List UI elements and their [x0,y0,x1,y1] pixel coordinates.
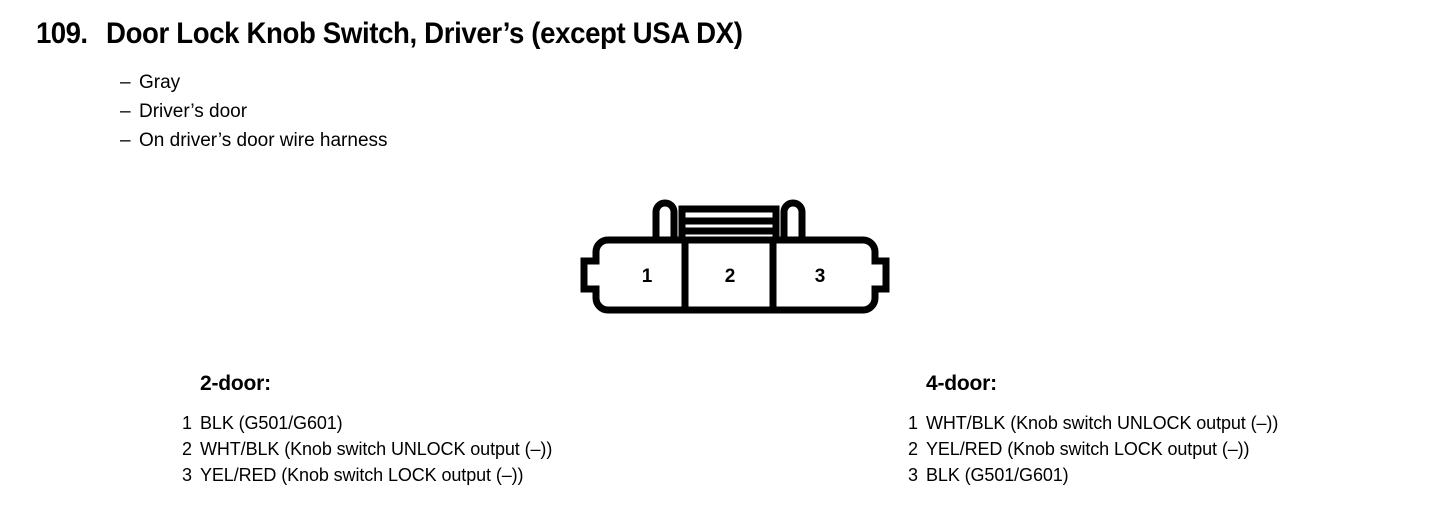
attribute-label: Driver’s door [139,101,248,122]
attribute-list: – Gray – Driver’s door – On driver’s doo… [120,68,388,155]
column-heading-2-door: 2-door: [200,372,271,395]
pin-number: 2 [182,439,193,459]
pin-row: 1 BLK (G501/G601) [182,410,552,436]
page-title-text: Door Lock Knob Switch, Driver’s (except … [106,17,743,50]
connector-right-tab-icon [780,199,806,240]
pin-list-4-door: 4-door: 1 WHT/BLK (Knob switch UNLOCK ou… [908,372,1278,488]
pin-number: 1 [908,413,919,433]
pin-row: 1 WHT/BLK (Knob switch UNLOCK output (–)… [908,410,1278,436]
dash-icon: – [120,72,131,93]
pin-row: 2 YEL/RED (Knob switch LOCK output (–)) [908,436,1278,462]
pin-label: WHT/BLK (Knob switch UNLOCK output (–)) [926,413,1279,433]
pin-row: 2 WHT/BLK (Knob switch UNLOCK output (–)… [182,436,552,462]
column-heading-4-door: 4-door: [926,372,997,395]
attribute-item: – Gray [120,68,388,97]
connector-left-tab-icon [652,199,678,240]
pin-number: 1 [182,413,193,433]
cavity-label-3: 3 [815,266,826,287]
page-title: 109. Door Lock Knob Switch, Driver’s (ex… [36,17,798,51]
pin-list-2-door: 2-door: 1 BLK (G501/G601) 2 WHT/BLK (Kno… [182,372,552,488]
page-title-number: 109. [36,17,88,50]
pin-number: 3 [182,465,193,485]
attribute-item: – On driver’s door wire harness [120,126,388,155]
pin-label: YEL/RED (Knob switch LOCK output (–)) [926,439,1250,459]
pin-label: BLK (G501/G601) [926,465,1069,485]
cavity-label-2: 2 [725,266,736,287]
dash-icon: – [120,101,131,122]
pin-row: 3 YEL/RED (Knob switch LOCK output (–)) [182,462,552,488]
attribute-label: Gray [139,72,181,93]
pin-number: 3 [908,465,919,485]
pin-label: BLK (G501/G601) [200,413,343,433]
pin-label: WHT/BLK (Knob switch UNLOCK output (–)) [200,439,553,459]
pin-label: YEL/RED (Knob switch LOCK output (–)) [200,465,524,485]
attribute-label: On driver’s door wire harness [139,130,388,151]
connector-body-outline [580,236,890,314]
pin-number: 2 [908,439,919,459]
connector-diagram: 1 2 3 [570,195,890,330]
connector-svg: 1 2 3 [580,199,890,314]
attribute-item: – Driver’s door [120,97,388,126]
pin-row: 3 BLK (G501/G601) [908,462,1278,488]
cavity-label-1: 1 [642,266,653,287]
dash-icon: – [120,130,131,151]
